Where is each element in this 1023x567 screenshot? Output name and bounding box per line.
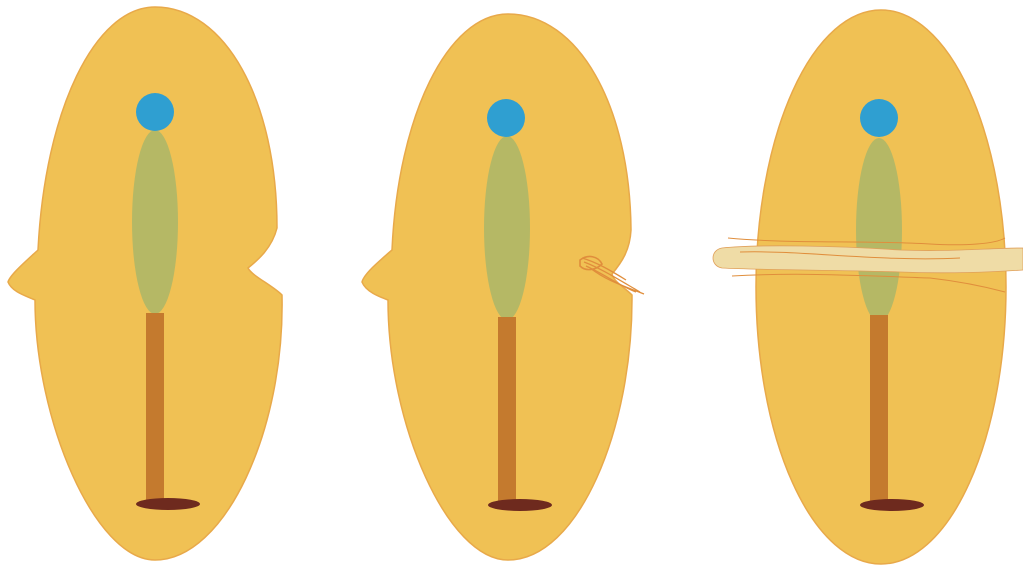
- panel-2: [362, 14, 644, 560]
- panel-1-head: [136, 93, 174, 131]
- panel-2-head: [487, 99, 525, 137]
- panel-1-bulb: [132, 130, 178, 314]
- panel-3-head: [860, 99, 898, 137]
- panel-2-base: [488, 499, 552, 511]
- panel-1-stem: [146, 313, 164, 503]
- panel-3-bulb: [856, 138, 902, 322]
- panel-2-bulb: [484, 136, 530, 320]
- panel-1: [8, 7, 282, 560]
- panel-3-base: [860, 499, 924, 511]
- panel-1-base: [136, 498, 200, 510]
- panel-3-stem: [870, 315, 888, 503]
- panel-3: [713, 10, 1023, 564]
- panel-2-stem: [498, 317, 516, 503]
